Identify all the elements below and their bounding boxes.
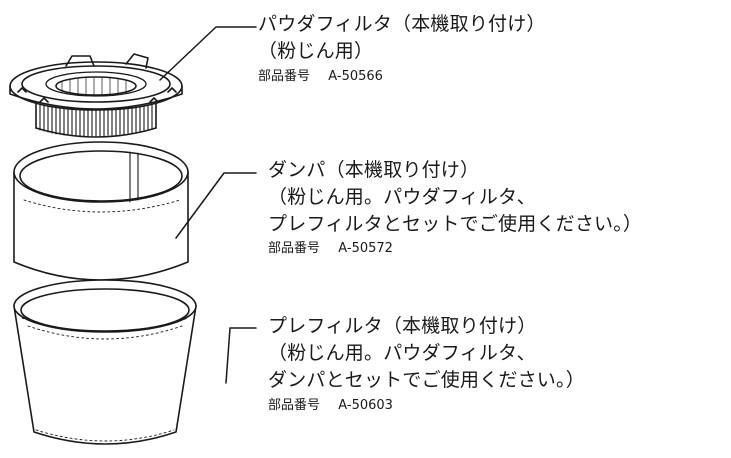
part-name-line: （粉じん用） [258, 40, 374, 62]
damper-illustration [13, 141, 189, 281]
part-number-label: 部品番号 [268, 398, 321, 413]
part-name-line: ダンパとセットでご使用ください。） [268, 369, 585, 391]
part-number-value: A-50603 [338, 398, 393, 413]
part-number-value: A-50566 [328, 69, 383, 84]
leader-lines [159, 26, 257, 384]
part-name-line: パウダフィルタ（本機取り付け） [258, 13, 546, 35]
leader-line-powder-filter [159, 26, 257, 81]
pre-filter-illustration [13, 279, 197, 445]
powder-filter-illustration [9, 53, 183, 138]
part-name-line: ダンパ（本機取り付け） [268, 159, 480, 181]
part-number-label: 部品番号 [258, 69, 311, 84]
part-name-line: プレフィルタ（本機取り付け） [268, 315, 537, 337]
part-number-label: 部品番号 [268, 241, 321, 256]
part-name-line: プレフィルタとセットでご使用ください。） [268, 213, 643, 235]
part-name-line: （粉じん用。パウダフィルタ、 [268, 342, 536, 364]
part-number-value: A-50572 [338, 241, 393, 256]
leader-line-pre-filter [225, 327, 257, 384]
part-number-row: 部品番号 A-50572 [268, 240, 393, 258]
part-number-row: 部品番号 A-50566 [258, 68, 383, 86]
leader-line-damper [175, 172, 257, 239]
part-name-line: （粉じん用。パウダフィルタ、 [268, 186, 536, 208]
part-number-row: 部品番号 A-50603 [268, 397, 393, 415]
